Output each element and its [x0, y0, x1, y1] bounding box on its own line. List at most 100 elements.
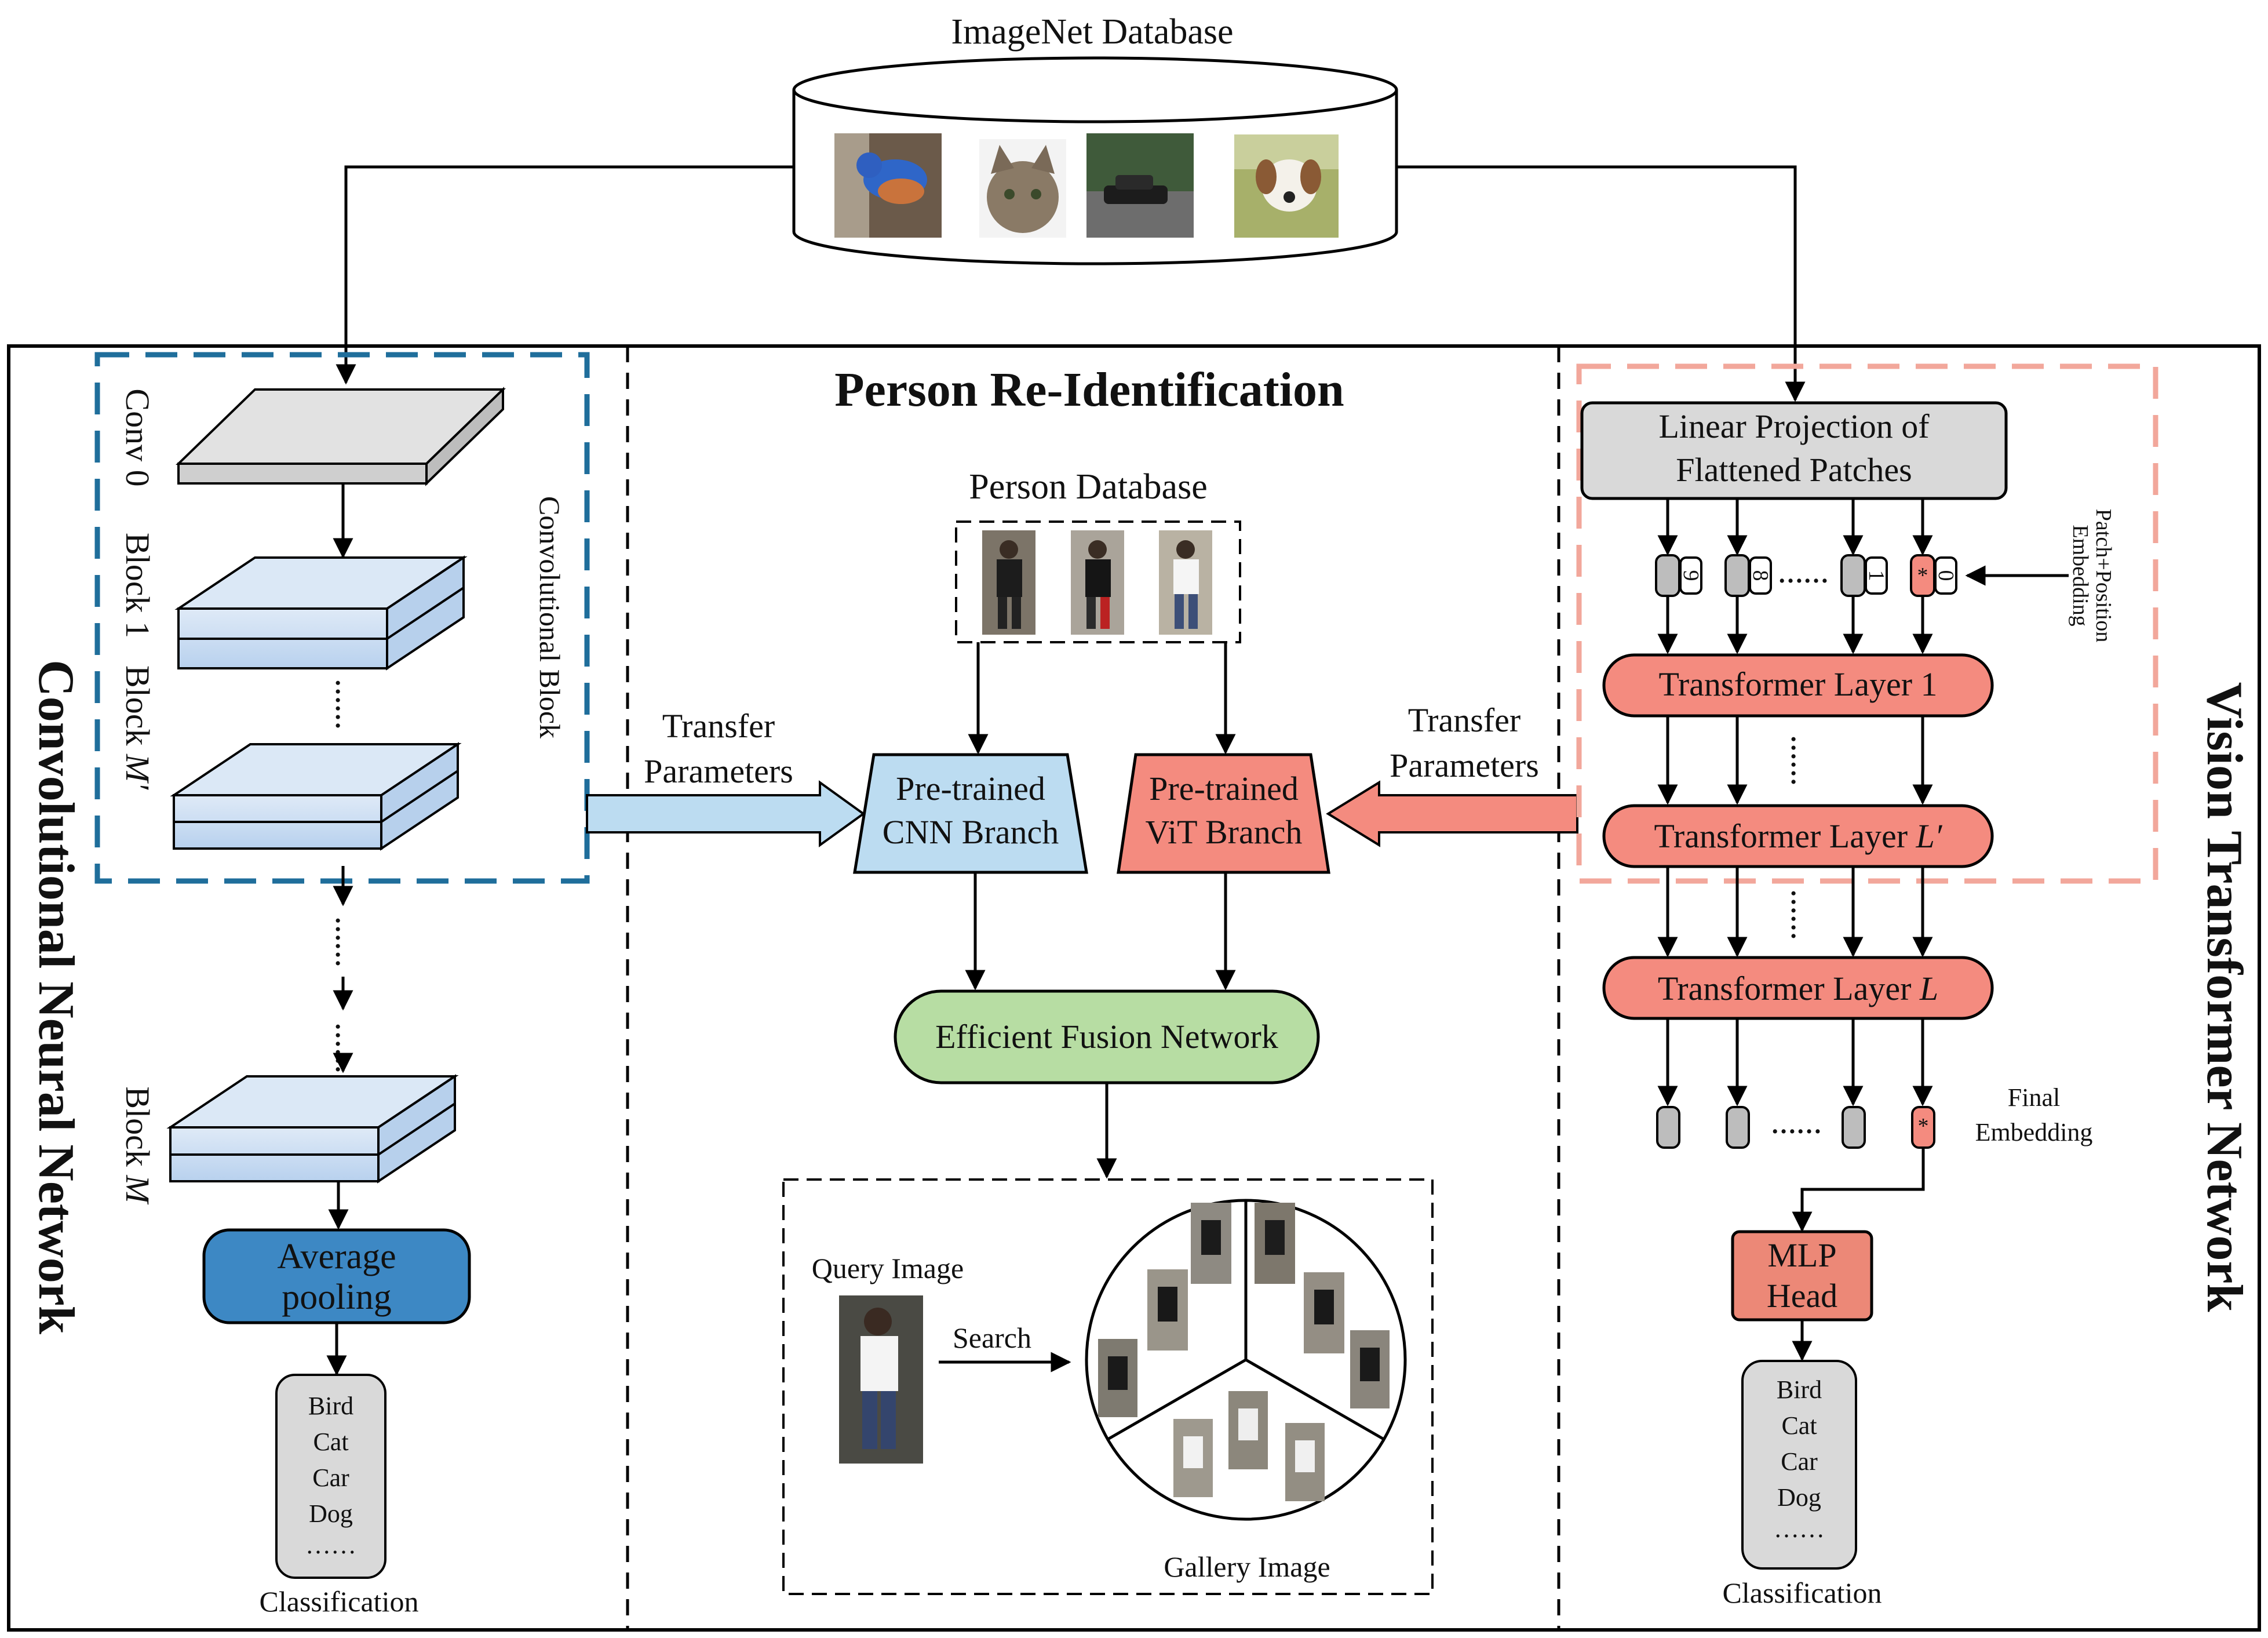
output-dots: …… [1771, 1111, 1822, 1139]
reid-column: Person Re-Identification Person Database [586, 363, 1578, 1595]
query-image-label: Query Image [812, 1252, 964, 1284]
class-token: * 0 [1910, 554, 1958, 597]
car-photo [1086, 133, 1194, 238]
cnn-class-item: Bird [308, 1392, 353, 1420]
search-results-box: Query Image Search [782, 1178, 1434, 1595]
gallery-person-photo [1255, 1203, 1295, 1284]
mlp-head-box: MLP Head [1731, 1230, 1873, 1322]
layerL-label: Transformer Layer L [1658, 970, 1938, 1007]
block1-label: Block 1 [119, 533, 156, 638]
final-embed-line1: Final [2008, 1083, 2060, 1112]
gallery-person-photo [1173, 1419, 1213, 1497]
patch-pos-line1: Patch+Position [2091, 509, 2116, 642]
transformer-layer-1: Transformer Layer 1 [1602, 653, 1994, 718]
outer-frame [7, 344, 2261, 1632]
final-embed-line2: Embedding [1975, 1118, 2093, 1146]
blockMprime-label: Block M′ [119, 665, 156, 790]
transfer-arrow-left [586, 780, 866, 847]
cnn-dots-1: …… [330, 679, 359, 730]
patch-token: 9 [1655, 554, 1703, 597]
output-token [1842, 1106, 1866, 1149]
fusion-network-box: Efficient Fusion Network [894, 989, 1320, 1084]
avg-pool-line1: Average [277, 1237, 396, 1276]
transfer-right-line1: Transfer [1408, 701, 1520, 739]
vit-branch: Pre-trained ViT Branch [1117, 753, 1330, 874]
transformer-layer-L: Transformer Layer L [1602, 956, 1994, 1020]
gallery-image-label: Gallery Image [1164, 1550, 1330, 1583]
imagenet-database: ImageNet Database [792, 12, 1398, 265]
cnn-classification-label: Classification [260, 1585, 419, 1618]
patch-token: 8 [1724, 554, 1773, 597]
cnn-class-item: Car [312, 1464, 349, 1492]
vit-classification-label: Classification [1723, 1577, 1882, 1609]
blockMprime-slab [170, 742, 462, 851]
linear-proj-line2: Flattened Patches [1676, 451, 1912, 489]
cnn-column: Convolutional Neural Network Convolution… [28, 352, 590, 1618]
gallery-person-photo [1350, 1330, 1390, 1408]
cnn-dots-2: …… [330, 916, 359, 967]
patch-token: 1 [1840, 554, 1888, 597]
blockM-label: Block M [119, 1086, 156, 1204]
person-db-title: Person Database [969, 467, 1207, 507]
conv0-label: Conv 0 [119, 388, 156, 486]
average-pooling-box: Average pooling [202, 1228, 471, 1324]
gallery-person-photo [1098, 1339, 1137, 1417]
gallery-person-photo [1304, 1272, 1344, 1353]
svg-text:9: 9 [1679, 570, 1703, 581]
svg-text:8: 8 [1748, 570, 1773, 581]
output-token [1656, 1106, 1680, 1149]
block1-slab [174, 555, 468, 671]
conv-block-label: Convolutional Block [534, 496, 566, 738]
svg-text:1: 1 [1864, 570, 1888, 581]
gallery-person-photo [1191, 1203, 1231, 1284]
person-photo [1071, 530, 1124, 635]
vit-class-item: Bird [1777, 1375, 1822, 1404]
query-person-photo [839, 1295, 923, 1464]
transfer-left-line2: Parameters [644, 752, 793, 790]
fusion-label: Efficient Fusion Network [935, 1018, 1278, 1055]
layer-dots-2: …… [1786, 889, 1814, 940]
mlp-line1: MLP [1767, 1236, 1836, 1274]
vit-branch-line1: Pre-trained [1149, 770, 1299, 807]
cnn-side-title: Convolutional Neural Network [28, 660, 84, 1334]
conv0-slab [176, 387, 506, 486]
layer-dots-1: …… [1786, 735, 1814, 786]
vit-side-title: Vision Transformer Network [2196, 682, 2252, 1312]
reid-title: Person Re-Identification [834, 363, 1344, 417]
transfer-right-line2: Parameters [1390, 747, 1539, 784]
cat-photo [979, 139, 1066, 238]
token-dots: …… [1778, 560, 1829, 588]
cnn-class-item: Dog [309, 1499, 353, 1528]
layer1-label: Transformer Layer 1 [1658, 665, 1937, 703]
svg-text:*: * [1917, 563, 1928, 588]
person-database-box [955, 520, 1241, 643]
vit-class-list: Bird Cat Car Dog …… [1741, 1360, 1857, 1570]
output-token [1726, 1106, 1750, 1149]
transfer-left-line1: Transfer [662, 707, 775, 745]
vit-column: Vision Transformer Network Linear Projec… [1576, 363, 2252, 1609]
person-photo [982, 530, 1035, 635]
mlp-line2: Head [1767, 1277, 1837, 1315]
svg-text:*: * [1918, 1114, 1929, 1138]
cnn-branch: Pre-trained CNN Branch [853, 753, 1088, 874]
patch-pos-line2: Embedding [2068, 525, 2092, 626]
bird-photo [834, 133, 942, 238]
gallery-person-photo [1285, 1423, 1325, 1501]
avg-pool-line2: pooling [282, 1277, 391, 1317]
linear-projection-box: Linear Projection of Flattened Patches [1580, 401, 2008, 500]
gallery-person-photo [1228, 1391, 1268, 1469]
cnn-branch-line1: Pre-trained [896, 770, 1045, 807]
layerLp-label: Transformer Layer L′ [1654, 817, 1942, 855]
svg-text:0: 0 [1934, 570, 1958, 581]
person-photo [1159, 530, 1212, 635]
imagenet-title: ImageNet Database [951, 12, 1233, 52]
gallery-circle [1085, 1199, 1407, 1521]
cnn-branch-line2: CNN Branch [883, 813, 1059, 851]
vit-branch-line2: ViT Branch [1146, 813, 1303, 851]
search-label: Search [953, 1322, 1031, 1354]
cnn-class-item: …… [305, 1531, 356, 1559]
vit-class-item: Car [1781, 1447, 1818, 1476]
cnn-class-item: Cat [313, 1428, 348, 1456]
cnn-class-list: Bird Cat Car Dog …… [275, 1374, 386, 1579]
